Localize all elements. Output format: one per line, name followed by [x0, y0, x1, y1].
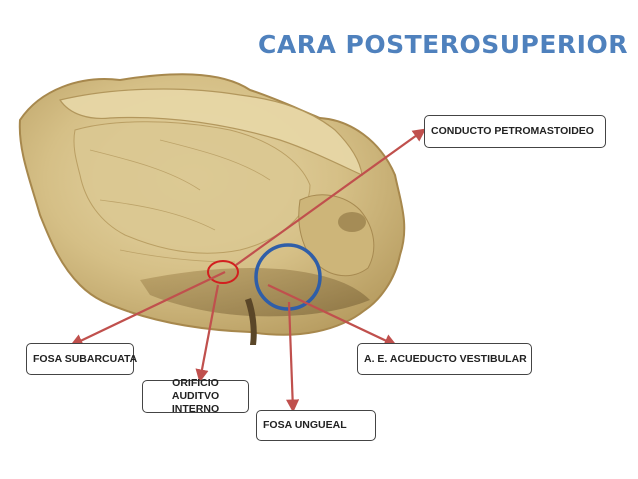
bone-cavity: [73, 121, 311, 254]
label-fosa-ungueal: FOSA UNGUEAL: [256, 410, 376, 441]
label-fosa-subarcuata: FOSA SUBARCUATA: [26, 343, 137, 375]
arrow-conducto: [235, 128, 427, 266]
arrow-ungueal: [286, 301, 300, 413]
page-title: CARA POSTEROSUPERIOR: [258, 30, 628, 59]
arrow-acueducto: [267, 284, 398, 347]
label-orificio-auditivo-interno: ORIFICIO AUDITVO INTERNO: [142, 377, 249, 415]
arrow-orificio: [195, 284, 220, 383]
bone-groove: [140, 268, 370, 317]
orificio-marker: [207, 260, 239, 284]
arrow-fosa-subarcuata: [69, 271, 226, 347]
label-conducto-petromastoideo: CONDUCTO PETROMASTOIDEO: [424, 115, 606, 148]
fosa-ungueal-marker: [254, 243, 322, 311]
label-acueducto-vestibular: A. E. ACUEDUCTO VESTIBULAR: [357, 343, 532, 375]
